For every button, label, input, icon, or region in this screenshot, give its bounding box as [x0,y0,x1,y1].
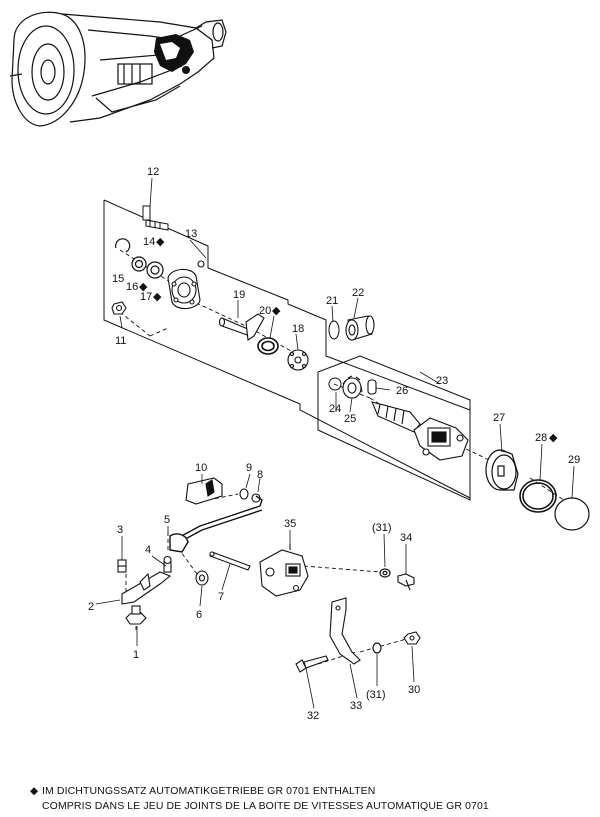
part-31-washer-upper [379,568,391,578]
part-22-bushing [345,315,375,341]
footer-text-french: COMPRIS DANS LE JEU DE JOINTS DE LA BOIT… [42,800,489,812]
callout-11: 11 [115,335,126,347]
part-2-lever [121,571,172,605]
callout-4: 4 [145,544,151,556]
callout-29: 29 [568,454,580,466]
callout-27: 27 [493,412,505,424]
part-25-gear [342,375,363,399]
callout-28: 28 [535,432,547,444]
part-28-gasket [519,479,557,513]
seal-kit-symbol: ◆ [30,785,39,797]
callout-8: 8 [257,469,263,481]
part-11-nut [111,301,127,315]
seal-kit-marker-14: ◆ [156,236,165,248]
callout-26: 26 [396,385,408,397]
part-35-switch-housing [259,544,309,597]
callout-34: 34 [400,532,412,544]
callout-12: 12 [147,166,159,178]
part-32-bolt [295,655,329,673]
callout-35: 35 [284,518,296,530]
part-15-ring [115,238,131,253]
seal-kit-marker-16: ◆ [139,281,148,293]
part-4-bolt [163,555,172,573]
callout-32: 32 [307,710,319,722]
part-30-nut [403,631,421,645]
callout-6: 6 [196,609,202,621]
part-10-bracket [185,477,223,505]
part-20-seal-ring [257,337,279,355]
callout-33: 33 [350,700,362,712]
callout-10: 10 [195,462,207,474]
callout-25: 25 [344,413,356,425]
callout-13: 13 [185,228,197,240]
seal-kit-marker-17: ◆ [153,291,162,303]
callout-18: 18 [292,323,304,335]
footer-line-german: ◆IM DICHTUNGSSATZ AUTOMATIKGETRIEBE GR 0… [30,784,590,799]
callout-19: 19 [233,289,245,301]
part-29-disc [554,497,590,531]
part-3-bolt [117,559,127,573]
callout-7: 7 [218,591,224,603]
part-31-washer-lower [372,642,382,654]
callout-5: 5 [164,514,170,526]
callout-22: 22 [352,287,364,299]
callout-24: 24 [329,403,341,415]
callout-15: 15 [112,273,124,285]
part-18-detent-plate [287,349,309,371]
part-5-cable [169,495,263,553]
part-13-housing [167,260,205,310]
seal-kit-marker-20: ◆ [272,305,281,317]
callout-31-lower: (31) [366,689,386,701]
callout-30: 30 [408,684,420,696]
callout-16: 16 [126,281,138,293]
part-26-pin [367,379,377,395]
part-34-bolt [397,573,415,591]
part-24-ring [328,377,342,391]
part-1-nut [125,605,147,625]
part-33-lever-arm [329,597,361,665]
part-6-washer [195,570,209,586]
part-27-cover [485,449,519,491]
seal-kit-marker-28: ◆ [549,432,558,444]
footer-line-french: COMPRIS DANS LE JEU DE JOINTS DE LA BOIT… [30,799,590,814]
transmission-overview-illustration [9,11,227,127]
callout-17: 17 [140,291,152,303]
part-9-bushing [239,488,249,500]
part-17-seal [146,261,164,279]
footer-legend: ◆IM DICHTUNGSSATZ AUTOMATIKGETRIEBE GR 0… [30,784,590,814]
footer-text-german: IM DICHTUNGSSATZ AUTOMATIKGETRIEBE GR 07… [42,785,376,797]
callout-2: 2 [88,601,94,613]
callout-1: 1 [133,649,139,661]
callout-21: 21 [326,295,338,307]
callout-3: 3 [117,524,123,536]
part-21-o-ring [328,320,340,340]
part-7-rod [209,551,251,571]
callout-labels: 12 13 14 ◆ 15 16 ◆ 17 ◆ 11 19 20 ◆ 18 21… [88,166,580,722]
callout-14: 14 [143,236,155,248]
callout-9: 9 [246,462,252,474]
callout-31-upper: (31) [372,522,392,534]
part-12-bolt [142,205,169,231]
valve-body-assembly-outline [103,199,471,501]
part-16-seal [131,256,147,272]
part-19-lever [218,313,265,341]
part-23-shaft-assembly [371,401,469,461]
callout-20: 20 [259,305,271,317]
leader-lines [95,177,575,709]
callout-23: 23 [436,375,448,387]
